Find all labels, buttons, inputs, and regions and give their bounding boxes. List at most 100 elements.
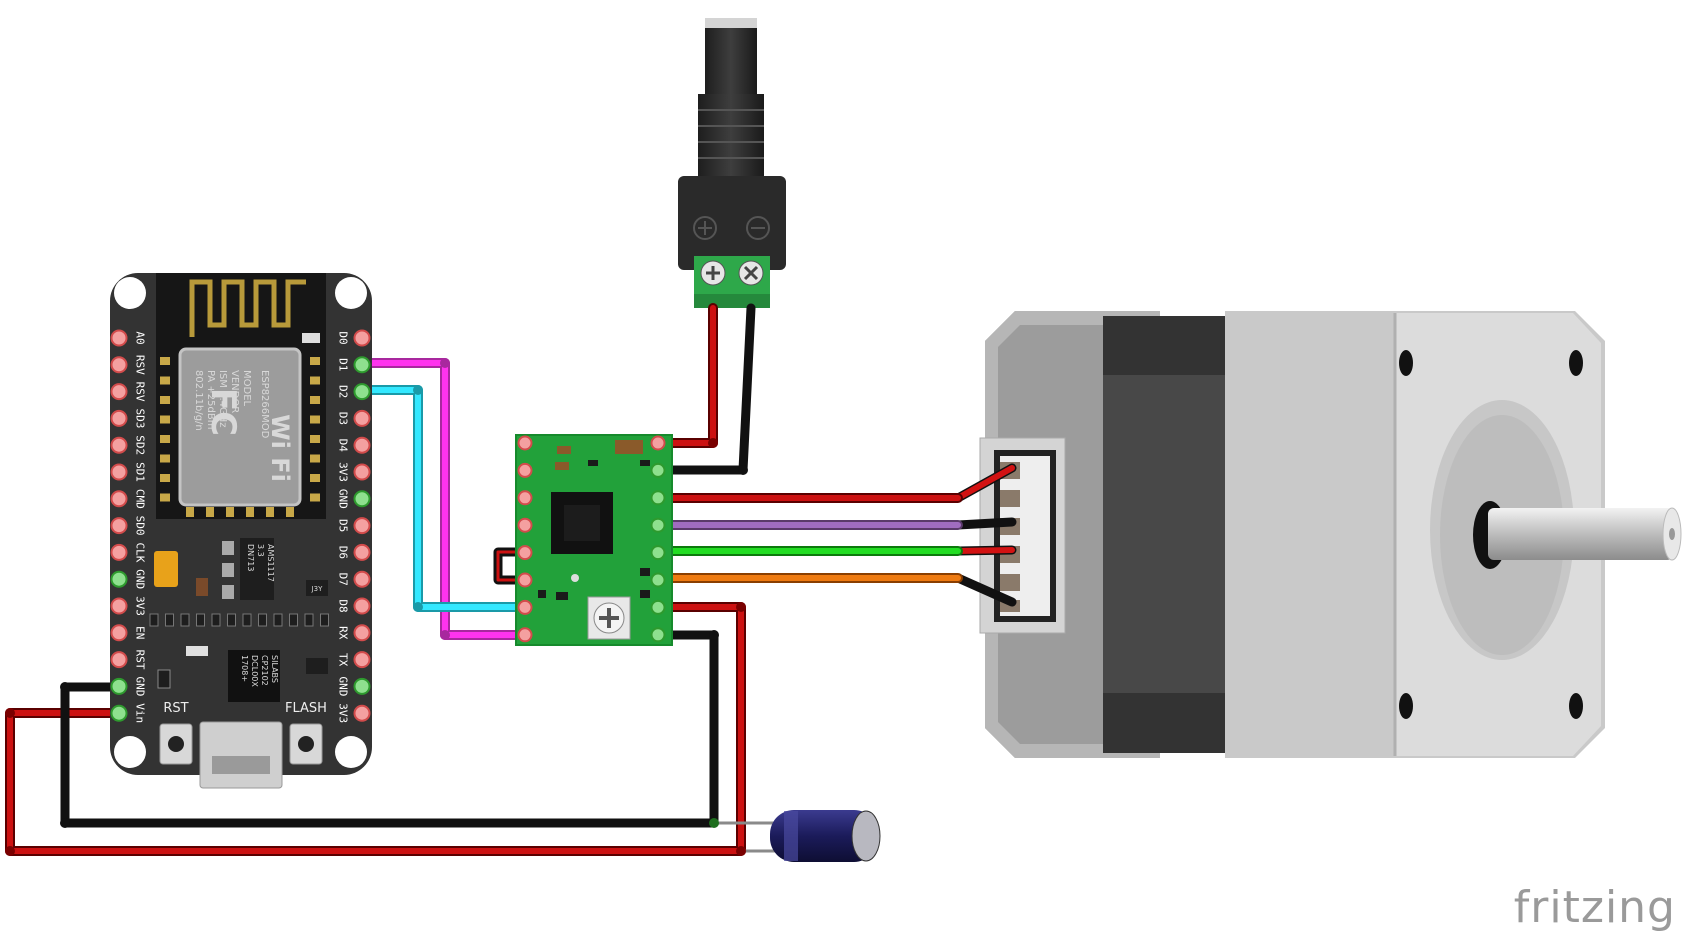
- driver-pin-right: [650, 462, 666, 478]
- board-pin-right: [353, 490, 371, 508]
- esp-module-text: PA +25dBm: [205, 370, 216, 429]
- board-sot-2: [306, 658, 328, 674]
- board-pin-label-right: 3V3: [337, 462, 350, 482]
- board-pin-left: [110, 436, 128, 454]
- esp-fc-mark: FC: [203, 388, 243, 436]
- driver-pin-left: [517, 462, 533, 478]
- board-pin-left: [110, 329, 128, 347]
- board-mount-hole-tl: [114, 277, 146, 309]
- motor-face-hole-tl: [1399, 350, 1413, 376]
- driver-pin-left: [517, 490, 533, 506]
- jack-screw-minus-b: [743, 265, 759, 281]
- esp-wifi-mark: Wi Fi: [266, 414, 294, 482]
- board-j3y-mark: J3Y: [311, 585, 324, 593]
- junction-dot: [440, 358, 450, 368]
- wire-vdd-red: [7, 604, 744, 854]
- driver-pin-right: [650, 545, 666, 561]
- esp-module-text: VENDOR: [229, 370, 240, 413]
- board-pin-label-left: SD1: [134, 462, 147, 482]
- esp-pad: [160, 493, 170, 502]
- esp-pad: [310, 454, 320, 463]
- board-pin-label-right: D8: [337, 599, 350, 612]
- board-smd-part: [227, 613, 236, 627]
- driver-pin-left: [517, 627, 533, 643]
- driver-res-6: [556, 592, 568, 600]
- driver-cap-2: [557, 446, 571, 454]
- board-pin-right: [353, 651, 371, 669]
- esp-pad: [160, 474, 170, 482]
- board-smd-part: [196, 613, 205, 627]
- board-pin-label-left: CLK: [134, 542, 147, 562]
- driver-pin-right: [650, 435, 666, 451]
- esp-pad: [310, 357, 320, 365]
- esp-module-text: MODEL: [241, 370, 252, 407]
- driver-pin-right: [650, 627, 666, 643]
- esp-pad: [160, 357, 170, 365]
- board-pin-label-left: RST: [134, 650, 147, 670]
- board-pin-left: [110, 490, 128, 508]
- cap-end: [851, 810, 881, 862]
- esp-pad: [310, 376, 320, 385]
- driver-pin-left: [517, 572, 533, 588]
- junction-dot: [60, 818, 70, 828]
- motor-face-hole-tr: [1569, 350, 1583, 376]
- board-pin-right: [353, 543, 371, 561]
- motor-pin-5: [1000, 574, 1020, 591]
- junction-dot: [60, 682, 70, 692]
- jack-plus-icon: [693, 216, 717, 240]
- board-usb-chip: [228, 650, 280, 702]
- regulator-text: DN713: [246, 544, 255, 571]
- motor-lead-black-2: [953, 573, 1017, 607]
- board-pin-right: [353, 409, 371, 427]
- driver-pin-right: [650, 572, 666, 588]
- board-pin-left: [110, 543, 128, 561]
- board-pin-left: [110, 597, 128, 615]
- board-pin-left: [110, 570, 128, 588]
- board-sot: [306, 580, 328, 596]
- board-pin-label-right: RX: [337, 626, 350, 640]
- driver-pin-right: [650, 490, 666, 506]
- wire-jack-red-outline: [653, 303, 718, 448]
- board-pin-right: [353, 624, 371, 642]
- junction-dot: [736, 602, 746, 612]
- wire-jack-red: [655, 305, 716, 446]
- jack-minus-icon: [746, 216, 770, 240]
- driver-pin-left: [517, 599, 533, 615]
- board-pin-label-left: SD3: [134, 408, 147, 428]
- board-smd-part: [304, 613, 314, 627]
- board-smd-part: [289, 613, 298, 627]
- esp-pad: [186, 507, 194, 517]
- wire-gnd-black: [60, 630, 719, 828]
- board-diode: [196, 578, 208, 596]
- esp-pad: [310, 435, 320, 443]
- board-pin-right: [353, 463, 371, 481]
- driver-pin-left: [517, 517, 533, 533]
- flash-button-cap: [298, 736, 314, 752]
- board-pin-left: [110, 624, 128, 642]
- board-pin-label-right: 3V3: [337, 703, 350, 723]
- board-pin-label-right: D1: [337, 358, 350, 371]
- board-pin-label-right: D7: [337, 573, 350, 586]
- driver-pin-left: [517, 545, 533, 561]
- board-res-a: [157, 669, 171, 689]
- junction-dot: [413, 385, 423, 395]
- driver-res-2: [640, 460, 650, 466]
- junction-dot: [709, 818, 719, 828]
- usb-chip-text: CP2102: [260, 655, 269, 686]
- board-cap-c: [222, 585, 234, 599]
- esp-pad: [310, 396, 320, 404]
- board-smd-part: [242, 613, 252, 627]
- esp-shield-ce: [302, 333, 320, 343]
- wires: [5, 303, 963, 856]
- jack-body: [678, 176, 786, 270]
- board-pin-label-right: D4: [337, 439, 350, 453]
- board-pin-label-left: EN: [134, 626, 147, 639]
- flash-button-label: FLASH: [285, 701, 327, 716]
- esp-module-text: 802.11b/g/n: [193, 370, 204, 431]
- esp-pad: [206, 507, 214, 517]
- jack-tip: [705, 18, 757, 30]
- usb-chip-text: DCL00X: [250, 655, 259, 687]
- board-pin-label-right: D6: [337, 546, 350, 559]
- jack-ridges: [698, 94, 764, 178]
- board-pin-right: [353, 704, 371, 722]
